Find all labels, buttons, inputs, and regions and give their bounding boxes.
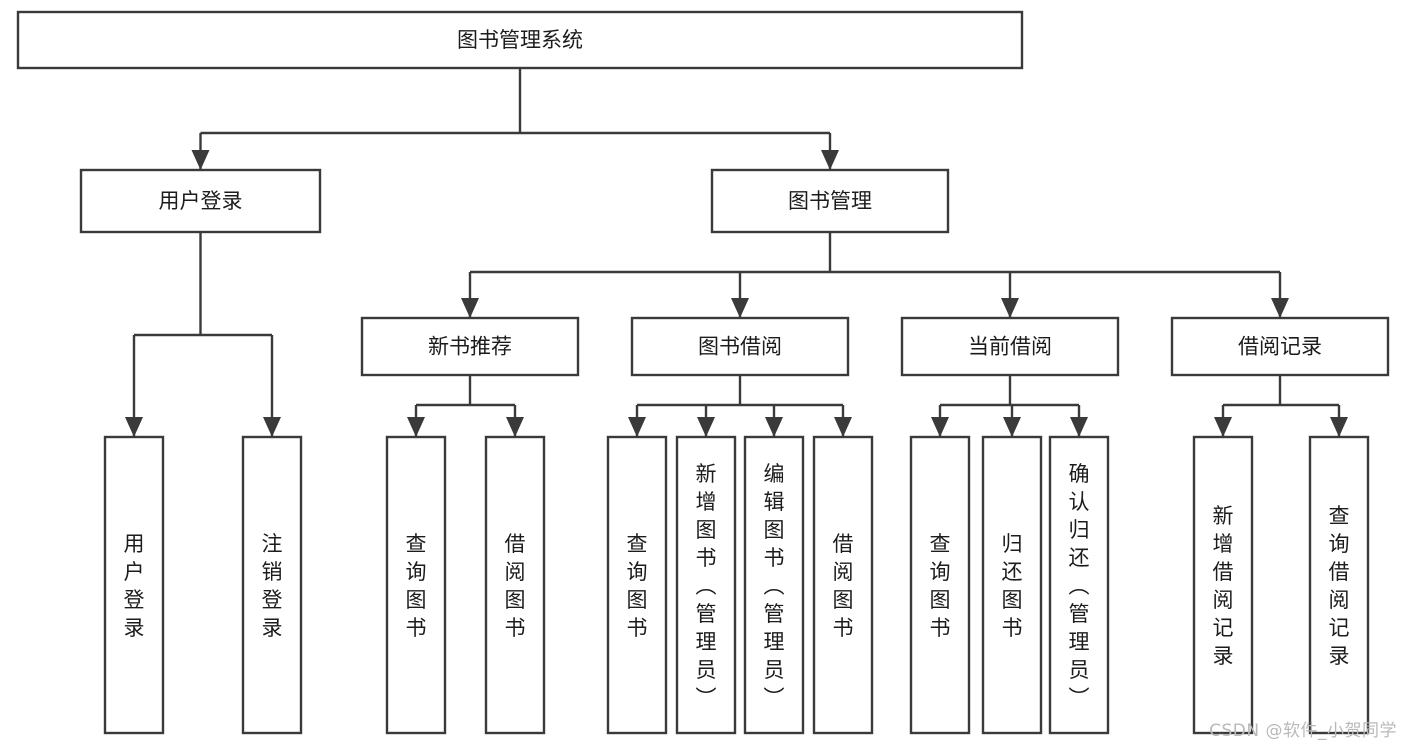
current-borrow-leaf-0[interactable]: 查询图书 bbox=[909, 435, 971, 735]
book-borrow-leaf-3[interactable]: 借阅图书 bbox=[812, 435, 874, 735]
arrow-head-icon bbox=[461, 298, 479, 318]
connector-lines bbox=[125, 68, 1348, 437]
node-user-login-label: 用户登录 bbox=[159, 189, 243, 213]
new-book-recommend-leaf-0[interactable]: 查询图书 bbox=[385, 435, 447, 735]
node-borrow-records-label: 借阅记录 bbox=[1238, 335, 1322, 359]
borrow-records-leaf-0[interactable]: 新增借阅记录 bbox=[1192, 435, 1254, 735]
arrow-head-icon bbox=[125, 417, 143, 437]
current-borrow-leaf-0-label: 查询图书 bbox=[930, 532, 951, 640]
user-login-leaf-1-label: 注销登录 bbox=[262, 532, 283, 640]
arrow-head-icon bbox=[263, 417, 281, 437]
arrow-head-icon bbox=[1003, 417, 1021, 437]
new-book-recommend-leaf-0-label: 查询图书 bbox=[406, 532, 427, 640]
node-new-book-recommend-label: 新书推荐 bbox=[428, 335, 512, 359]
node-book-manage[interactable]: 图书管理 bbox=[710, 168, 950, 234]
user-login-leaf-1[interactable]: 注销登录 bbox=[241, 435, 303, 735]
arrow-head-icon bbox=[1271, 298, 1289, 318]
node-borrow-records[interactable]: 借阅记录 bbox=[1170, 316, 1390, 377]
node-current-borrow[interactable]: 当前借阅 bbox=[900, 316, 1120, 377]
borrow-records-leaf-0-label: 新增借阅记录 bbox=[1213, 504, 1234, 668]
current-borrow-leaf-2[interactable]: 确认归还︵管理员︶ bbox=[1048, 435, 1110, 735]
book-borrow-leaf-3-label: 借阅图书 bbox=[833, 532, 854, 640]
arrow-head-icon bbox=[731, 298, 749, 318]
arrow-head-icon bbox=[506, 417, 524, 437]
user-login-leaf-0-label: 用户登录 bbox=[124, 532, 145, 640]
node-root-system[interactable]: 图书管理系统 bbox=[16, 10, 1024, 70]
node-user-login[interactable]: 用户登录 bbox=[79, 168, 322, 234]
node-book-manage-label: 图书管理 bbox=[788, 189, 872, 213]
arrow-head-icon bbox=[765, 417, 783, 437]
arrow-head-icon bbox=[191, 150, 210, 170]
book-borrow-leaf-1[interactable]: 新增图书︵管理员︶ bbox=[675, 435, 737, 735]
arrow-head-icon bbox=[1070, 417, 1088, 437]
arrow-head-icon bbox=[1001, 298, 1019, 318]
borrow-records-leaf-1[interactable]: 查询借阅记录 bbox=[1308, 435, 1370, 735]
arrow-head-icon bbox=[1330, 417, 1348, 437]
new-book-recommend-leaf-1-label: 借阅图书 bbox=[505, 532, 526, 640]
current-borrow-leaf-1[interactable]: 归还图书 bbox=[981, 435, 1043, 735]
arrow-head-icon bbox=[407, 417, 425, 437]
node-current-borrow-label: 当前借阅 bbox=[968, 335, 1052, 359]
current-borrow-leaf-2-label: 确认归还︵管理员︶ bbox=[1069, 462, 1090, 710]
node-boxes: 图书管理系统用户登录图书管理新书推荐图书借阅当前借阅借阅记录用户登录注销登录查询… bbox=[16, 10, 1390, 735]
arrow-head-icon bbox=[821, 150, 839, 170]
arrow-head-icon bbox=[1214, 417, 1232, 437]
current-borrow-leaf-1-label: 归还图书 bbox=[1002, 532, 1023, 640]
arrow-head-icon bbox=[628, 417, 646, 437]
borrow-records-leaf-1-label: 查询借阅记录 bbox=[1329, 504, 1350, 668]
arrow-head-icon bbox=[697, 417, 715, 437]
book-borrow-leaf-0-label: 查询图书 bbox=[627, 532, 648, 640]
arrow-head-icon bbox=[834, 417, 852, 437]
node-book-borrow-label: 图书借阅 bbox=[698, 335, 782, 359]
book-borrow-leaf-2-label: 编辑图书︵管理员︶ bbox=[764, 462, 785, 710]
node-book-borrow[interactable]: 图书借阅 bbox=[630, 316, 850, 377]
book-borrow-leaf-1-label: 新增图书︵管理员︶ bbox=[696, 462, 717, 710]
book-borrow-leaf-2[interactable]: 编辑图书︵管理员︶ bbox=[743, 435, 805, 735]
arrow-head-icon bbox=[931, 417, 949, 437]
node-new-book-recommend[interactable]: 新书推荐 bbox=[360, 316, 580, 377]
new-book-recommend-leaf-1[interactable]: 借阅图书 bbox=[484, 435, 546, 735]
user-login-leaf-0[interactable]: 用户登录 bbox=[103, 435, 165, 735]
book-borrow-leaf-0[interactable]: 查询图书 bbox=[606, 435, 668, 735]
node-root-system-label: 图书管理系统 bbox=[457, 28, 583, 52]
